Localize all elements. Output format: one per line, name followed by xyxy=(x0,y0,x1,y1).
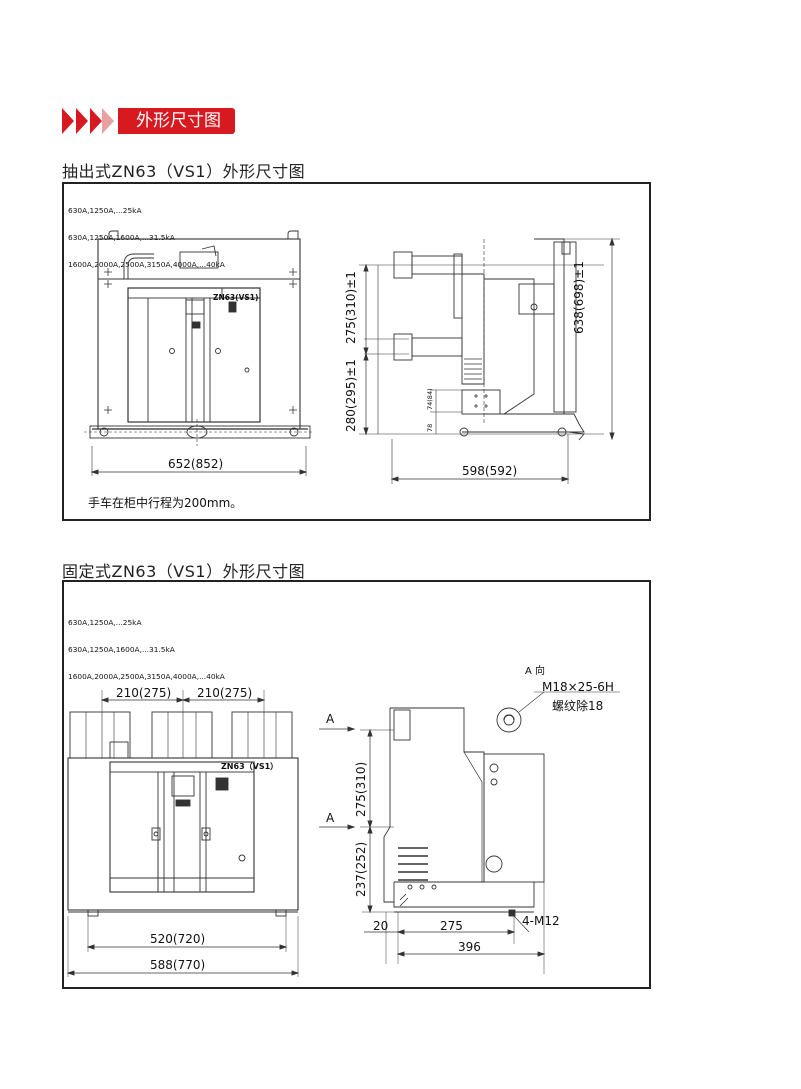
model-label: ZN63（VS1） xyxy=(221,762,279,771)
drawing-panel-withdrawable: 630A,1250A,...25kA 630A,1250A,1600A,...3… xyxy=(62,182,651,521)
dim-offset-20: 20 xyxy=(373,919,389,933)
thread-depth: 螺纹除18 xyxy=(552,699,604,713)
fixed-drawing xyxy=(66,690,620,977)
front-view xyxy=(66,690,300,977)
figure-title-withdrawable: 抽出式ZN63（VS1）外形尺寸图 xyxy=(62,162,306,181)
rating-line: 630A,1250A,...25kA xyxy=(68,618,142,627)
travel-footnote: 手车在柜中行程为200mm。 xyxy=(88,496,243,510)
dim-small-74: 74(84) xyxy=(426,388,434,410)
dim-depth-396: 396 xyxy=(458,940,481,954)
withdrawable-drawing xyxy=(84,230,620,484)
arrow-label-a: A xyxy=(326,712,335,726)
dim-pitch-1: 210(275) xyxy=(116,686,172,700)
side-view xyxy=(359,237,620,484)
figure-title-fixed: 固定式ZN63（VS1）外形尺寸图 xyxy=(62,562,306,581)
dim-lower-height: 280(295)±1 xyxy=(344,359,358,432)
side-view xyxy=(319,691,620,974)
dim-side-depth: 598(592) xyxy=(462,464,518,478)
thread-spec: M18×25-6H xyxy=(542,680,614,694)
rating-line: 1600A,2000A,2500A,3150A,4000A,...40kA xyxy=(68,260,225,269)
rating-line: 630A,1250A,1600A,...31.5kA xyxy=(68,233,175,242)
triple-chevron-icon xyxy=(62,108,114,134)
rating-line: 1600A,2000A,2500A,3150A,4000A,...40kA xyxy=(68,672,225,681)
dim-front-width: 652(852) xyxy=(168,457,224,471)
section-header: 外形尺寸图 xyxy=(62,106,235,136)
ratings-list: 630A,1250A,...25kA 630A,1250A,1600A,...3… xyxy=(68,188,225,287)
front-view xyxy=(84,230,314,476)
drawing-panel-fixed: 630A,1250A,...25kA 630A,1250A,1600A,...3… xyxy=(62,580,651,989)
dim-total-height: 638(698)±1 xyxy=(572,261,586,334)
section-title: 外形尺寸图 xyxy=(118,108,235,134)
view-a-label: A 向 xyxy=(525,666,546,677)
dim-upper-pitch: 275(310)±1 xyxy=(344,271,358,344)
dim-pitch-2: 210(275) xyxy=(197,686,253,700)
dim-base-275: 275 xyxy=(440,919,463,933)
arrow-label-a: A xyxy=(326,811,335,825)
dim-width-inner: 520(720) xyxy=(150,932,206,946)
rating-line: 630A,1250A,1600A,...31.5kA xyxy=(68,645,175,654)
dim-width-outer: 588(770) xyxy=(150,958,206,972)
dim-bolt: 4-M12 xyxy=(522,914,560,928)
rating-line: 630A,1250A,...25kA xyxy=(68,206,142,215)
dim-small-78: 78 xyxy=(426,423,434,432)
ratings-list: 630A,1250A,...25kA 630A,1250A,1600A,...3… xyxy=(68,600,225,699)
dim-lower-height: 237(252) xyxy=(354,841,368,897)
dim-upper-pitch: 275(310) xyxy=(354,761,368,817)
model-label: ZN63(VS1) xyxy=(213,293,259,302)
